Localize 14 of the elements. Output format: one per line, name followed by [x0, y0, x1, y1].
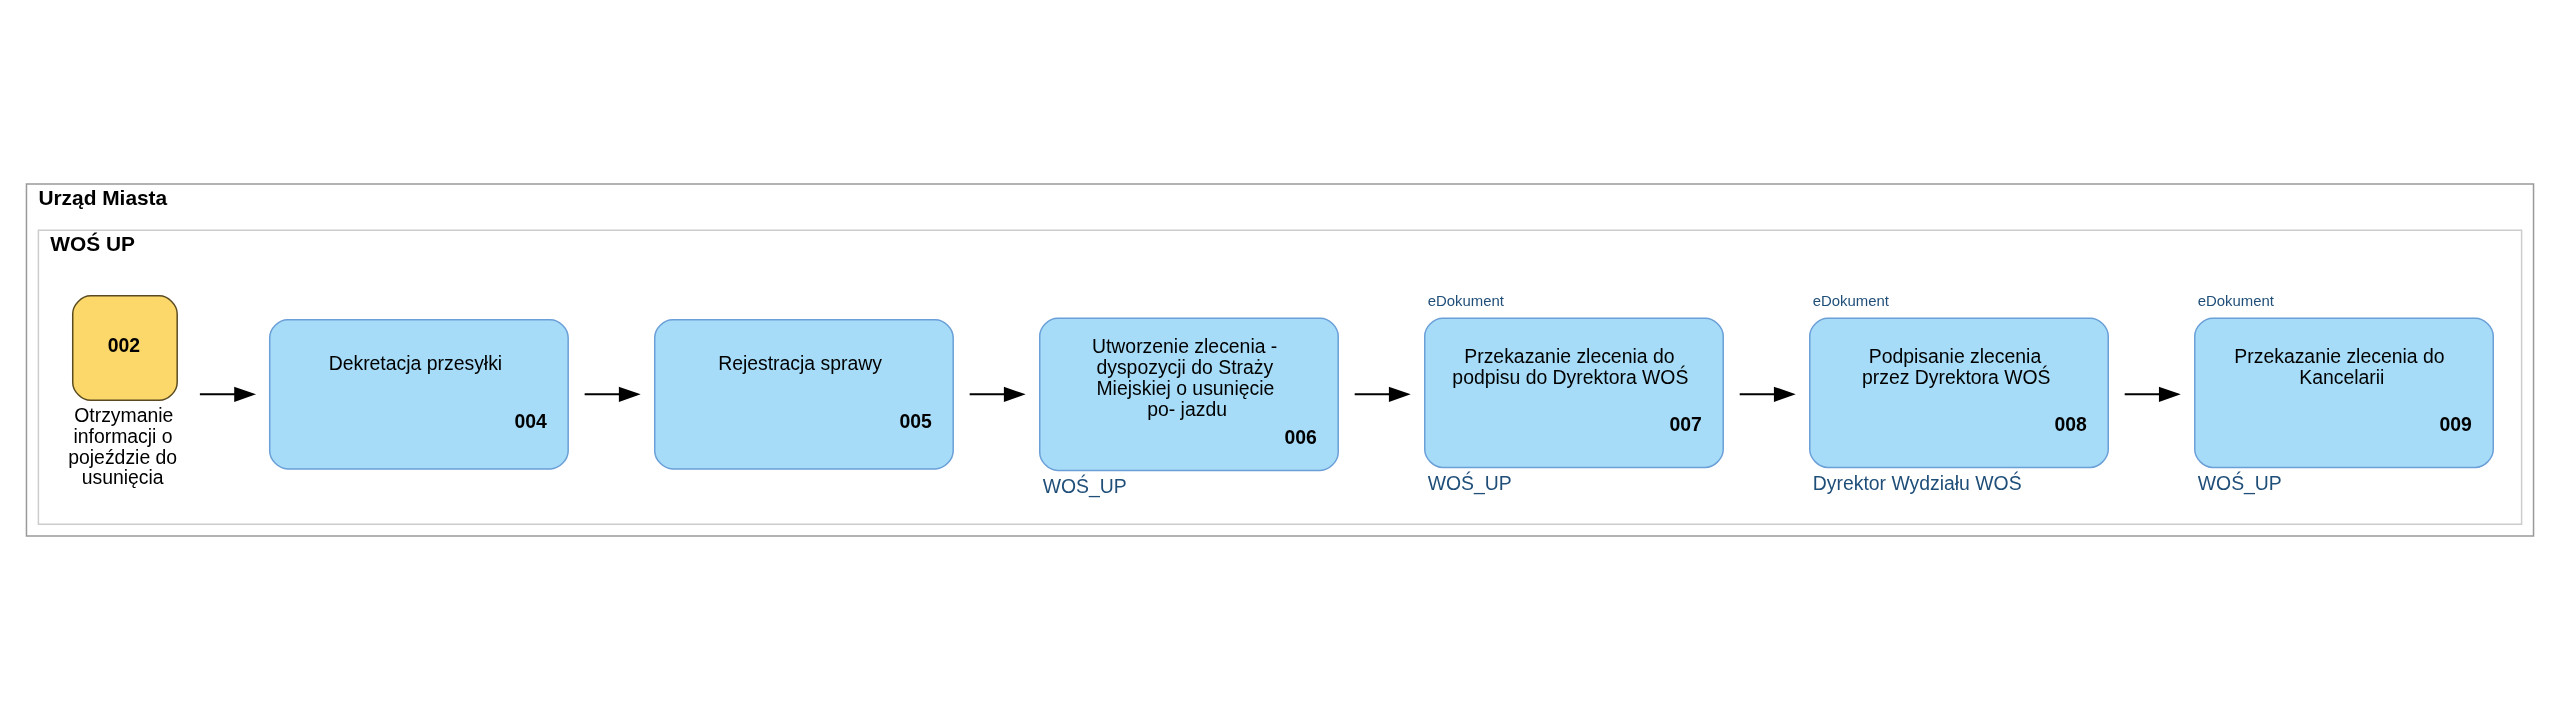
node-label: eDokument [2197, 292, 2274, 310]
node-label: WOŚ_UP [1042, 475, 1127, 498]
node-label: Otrzymanie informacji o pojeździe do usunięcia [68, 403, 178, 489]
node-label: eDokument [1427, 292, 1504, 310]
node-label: eDokument [1812, 292, 1889, 310]
arrow [1353, 386, 1411, 402]
arrow [583, 386, 641, 402]
arrow [198, 386, 257, 402]
node-label: WOŚ_UP [1427, 472, 1512, 495]
arrow [968, 386, 1026, 402]
arrow [1738, 386, 1796, 402]
arrow [2123, 386, 2181, 402]
node-label: WOŚ_UP [2197, 472, 2282, 495]
node-label: Dyrektor Wydziału WOŚ [1812, 472, 2022, 495]
